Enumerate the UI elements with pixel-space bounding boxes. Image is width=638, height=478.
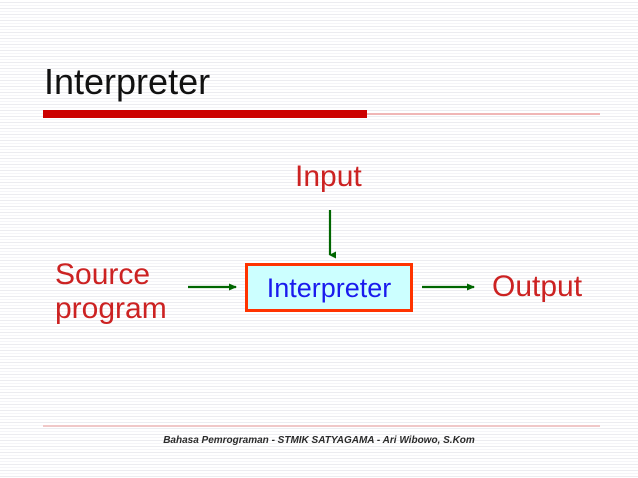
- title-divider: [43, 110, 600, 118]
- diagram-node-interpreter-label: Interpreter: [266, 272, 392, 303]
- diagram-label-output: Output: [492, 270, 583, 303]
- footer-text: Bahasa Pemrograman - STMIK SATYAGAMA - A…: [163, 435, 475, 446]
- page-title: Interpreter: [44, 61, 211, 102]
- diagram-label-input: Input: [295, 160, 362, 193]
- title-divider-thick-line: [43, 110, 367, 118]
- diagram-node-interpreter: Interpreter: [245, 263, 413, 312]
- footer-divider: [43, 425, 600, 427]
- diagram-label-source-program: Source program: [55, 258, 167, 325]
